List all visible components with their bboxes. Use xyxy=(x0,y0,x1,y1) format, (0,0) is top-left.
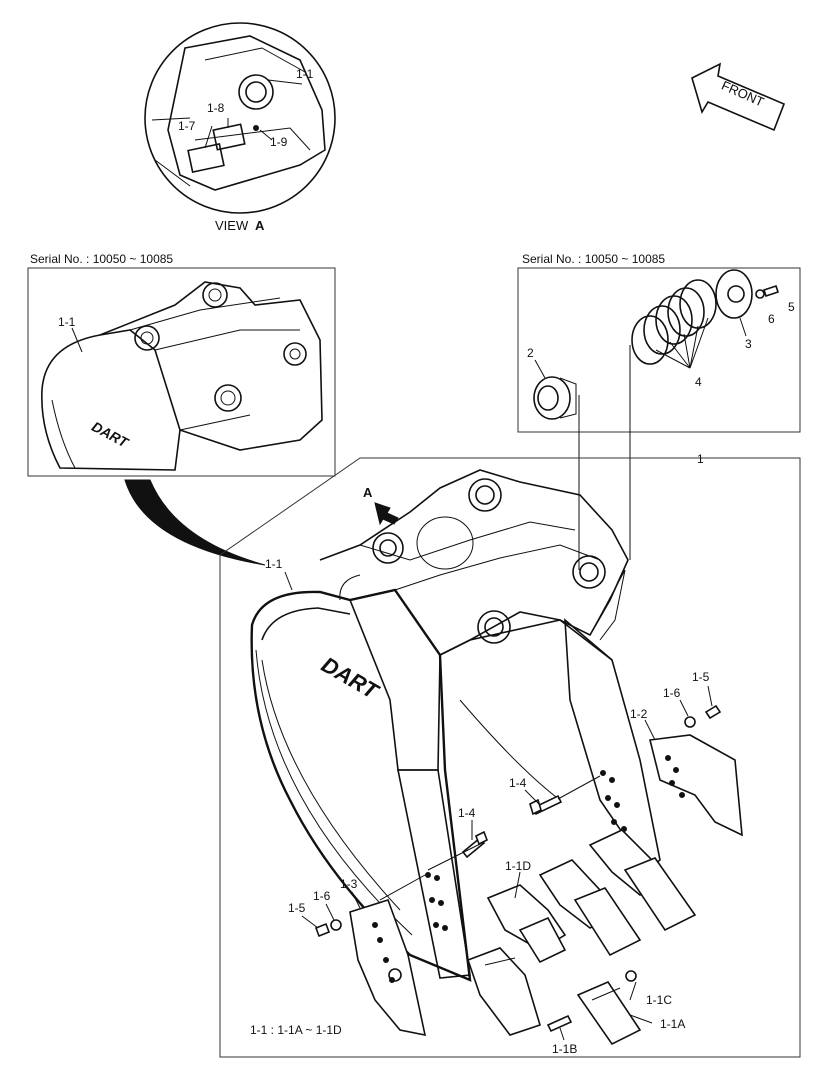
callout-1-1-main: 1-1 xyxy=(265,557,283,571)
bucket-teeth: 1-1C 1-1A 1-1B 1-1D xyxy=(466,829,697,1056)
serial-box-left: Serial No. : 10050 ~ 10085 DART 1-1 xyxy=(27,252,336,477)
side-cutters: 1-2 1-6 1-5 1-3 1-6 1-5 xyxy=(288,670,743,1037)
callout-1-1-view: 1-1 xyxy=(296,67,314,81)
serial-right-text: Serial No. : 10050 ~ 10085 xyxy=(522,252,665,266)
callout-1-8: 1-8 xyxy=(207,101,225,115)
callout-2: 2 xyxy=(527,346,534,360)
callout-1-2: 1-2 xyxy=(630,707,648,721)
logo-left: DART xyxy=(89,418,132,451)
view-label: VIEW xyxy=(215,218,249,233)
serial-box-right: Serial No. : 10050 ~ 10085 2 4 3 5 6 xyxy=(517,252,801,570)
callout-1-4-left: 1-4 xyxy=(458,806,476,820)
callout-6: 6 xyxy=(768,312,775,326)
callout-4: 4 xyxy=(695,375,702,389)
view-a-detail: 1-1 1-7 1-8 1-9 VIEW A xyxy=(144,22,336,233)
main-frame: 1 xyxy=(219,452,801,1058)
leader-swoosh xyxy=(124,479,266,566)
bolts: 1-4 1-4 xyxy=(427,775,601,871)
front-arrow-icon: FRONT xyxy=(691,62,786,132)
callout-1-1B: 1-1B xyxy=(552,1042,577,1056)
callout-5: 5 xyxy=(788,300,795,314)
callout-1-1A: 1-1A xyxy=(660,1017,685,1031)
callout-1-7: 1-7 xyxy=(178,119,196,133)
callout-1-9: 1-9 xyxy=(270,135,288,149)
callout-1-4-right: 1-4 xyxy=(509,776,527,790)
callout-1-6-left: 1-6 xyxy=(313,889,331,903)
legend-note: 1-1 : 1-1A ~ 1-1D xyxy=(250,1023,342,1037)
callout-1-5-left: 1-5 xyxy=(288,901,306,915)
view-letter: A xyxy=(255,218,265,233)
callout-3: 3 xyxy=(745,337,752,351)
callout-1-1C: 1-1C xyxy=(646,993,672,1007)
front-label: FRONT xyxy=(719,78,766,110)
callout-1-1-left: 1-1 xyxy=(58,315,76,329)
callout-1-1D: 1-1D xyxy=(505,859,531,873)
callout-1-3: 1-3 xyxy=(340,877,358,891)
callout-A: A xyxy=(363,485,373,500)
callout-1-5-right: 1-5 xyxy=(692,670,710,684)
callout-1-6-right: 1-6 xyxy=(663,686,681,700)
serial-left-text: Serial No. : 10050 ~ 10085 xyxy=(30,252,173,266)
callout-1: 1 xyxy=(697,452,704,466)
